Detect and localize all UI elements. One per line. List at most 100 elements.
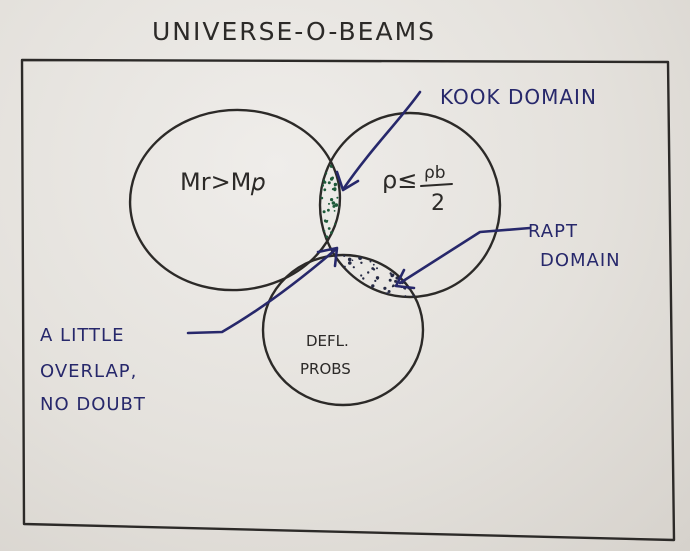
- right-set-fraction-num: ρb: [424, 163, 446, 183]
- shading-dot: [342, 216, 344, 218]
- shading-dot: [337, 273, 339, 276]
- shading-dot: [323, 118, 326, 121]
- shading-dot: [332, 125, 334, 128]
- shading-dot: [329, 272, 334, 277]
- shading-dot: [331, 264, 334, 266]
- shading-dot: [323, 135, 327, 139]
- shading-dot: [332, 278, 336, 282]
- shading-dot: [336, 235, 340, 239]
- circle-bottom: [261, 253, 425, 407]
- shading-dot: [336, 226, 339, 229]
- shading-dot: [315, 206, 317, 208]
- shading-dot: [421, 282, 423, 285]
- shading-dot: [320, 109, 323, 112]
- shading-dot: [404, 295, 407, 297]
- shading-dot: [344, 249, 347, 252]
- shading-dot: [360, 274, 363, 277]
- shading-dot: [333, 271, 337, 275]
- shading-dot: [352, 266, 355, 269]
- shading-dot: [408, 267, 413, 271]
- shading-dot: [322, 161, 326, 165]
- shading-dot: [350, 128, 352, 130]
- shading-dot: [327, 181, 331, 185]
- bottom-set-label-line1: DEFL.: [306, 332, 349, 350]
- shading-dot: [330, 231, 333, 235]
- shading-dot: [370, 296, 373, 297]
- shading-dot: [336, 161, 339, 164]
- shading-dot: [320, 173, 322, 176]
- shading-dot: [351, 259, 354, 262]
- shading-dot: [330, 258, 334, 262]
- shading-dot: [339, 226, 340, 229]
- shading-dot: [349, 227, 351, 229]
- shading-dot: [389, 296, 392, 297]
- shading-dot: [320, 164, 322, 168]
- shading-dot: [333, 271, 338, 275]
- bottom-set-label-line2: PROBS: [300, 360, 351, 378]
- shading-dot: [320, 168, 321, 171]
- shading-dot: [318, 173, 320, 175]
- shading-dot: [427, 286, 431, 290]
- shading-dot: [376, 278, 379, 280]
- shading-dot: [419, 258, 422, 261]
- rapt-domain-label-line2: DOMAIN: [540, 250, 621, 271]
- shading-dot: [352, 109, 354, 111]
- shading-dot: [345, 159, 348, 162]
- shading-dot: [346, 133, 348, 135]
- shading-dot: [331, 282, 336, 286]
- shading-dot: [334, 286, 337, 289]
- shading-dot: [347, 281, 349, 283]
- shading-dot: [374, 279, 377, 282]
- shading-dot: [320, 277, 323, 281]
- shading-dot: [352, 216, 354, 218]
- shading-dot: [352, 219, 354, 221]
- shading-dot: [321, 298, 323, 300]
- shading-dot: [327, 227, 331, 230]
- shading-dot: [335, 292, 339, 295]
- shading-dot: [315, 167, 317, 169]
- shading-dot: [348, 294, 353, 297]
- shading-dot: [341, 132, 344, 135]
- shading-dot: [330, 198, 334, 202]
- shading-dot: [420, 275, 423, 279]
- shading-dot: [326, 260, 329, 263]
- shading-dot: [335, 230, 339, 234]
- shading-dot: [342, 247, 345, 250]
- shading-dot: [323, 130, 326, 134]
- shading-dot: [424, 260, 428, 264]
- shading-dot: [321, 266, 324, 268]
- shading-dot: [352, 167, 355, 170]
- shading-dot: [353, 141, 355, 143]
- shading-dot: [353, 270, 355, 272]
- shading-dot: [407, 255, 410, 258]
- shading-dot: [349, 148, 351, 150]
- shading-dot: [335, 282, 338, 285]
- shading-dot: [320, 239, 322, 243]
- right-set-fraction-bar: [420, 183, 453, 187]
- shading-dot: [369, 260, 372, 263]
- shading-dot: [418, 258, 422, 262]
- shading-dot: [335, 161, 340, 165]
- shading-dot: [375, 276, 380, 280]
- kook-arrow: [342, 90, 422, 190]
- shading-dot: [353, 189, 355, 191]
- shading-dot: [369, 294, 373, 297]
- shading-dot: [343, 294, 346, 297]
- shading-dot: [358, 255, 362, 256]
- shading-dot: [330, 283, 334, 287]
- shading-dot: [325, 113, 329, 117]
- shading-dot: [349, 189, 351, 191]
- shading-dot: [344, 172, 346, 174]
- shading-dot: [320, 270, 322, 274]
- shading-dot: [315, 277, 319, 281]
- shading-dot: [327, 114, 330, 116]
- shading-dot: [314, 196, 317, 199]
- overlap-note-line3: NO DOUBT: [40, 394, 146, 415]
- shading-dot: [317, 267, 320, 270]
- shading-dot: [330, 269, 334, 273]
- shading-dot: [418, 289, 421, 291]
- shading-dot: [358, 290, 362, 293]
- shading-dot: [322, 279, 325, 282]
- shading-dot: [323, 179, 325, 181]
- shading-dot: [353, 223, 356, 226]
